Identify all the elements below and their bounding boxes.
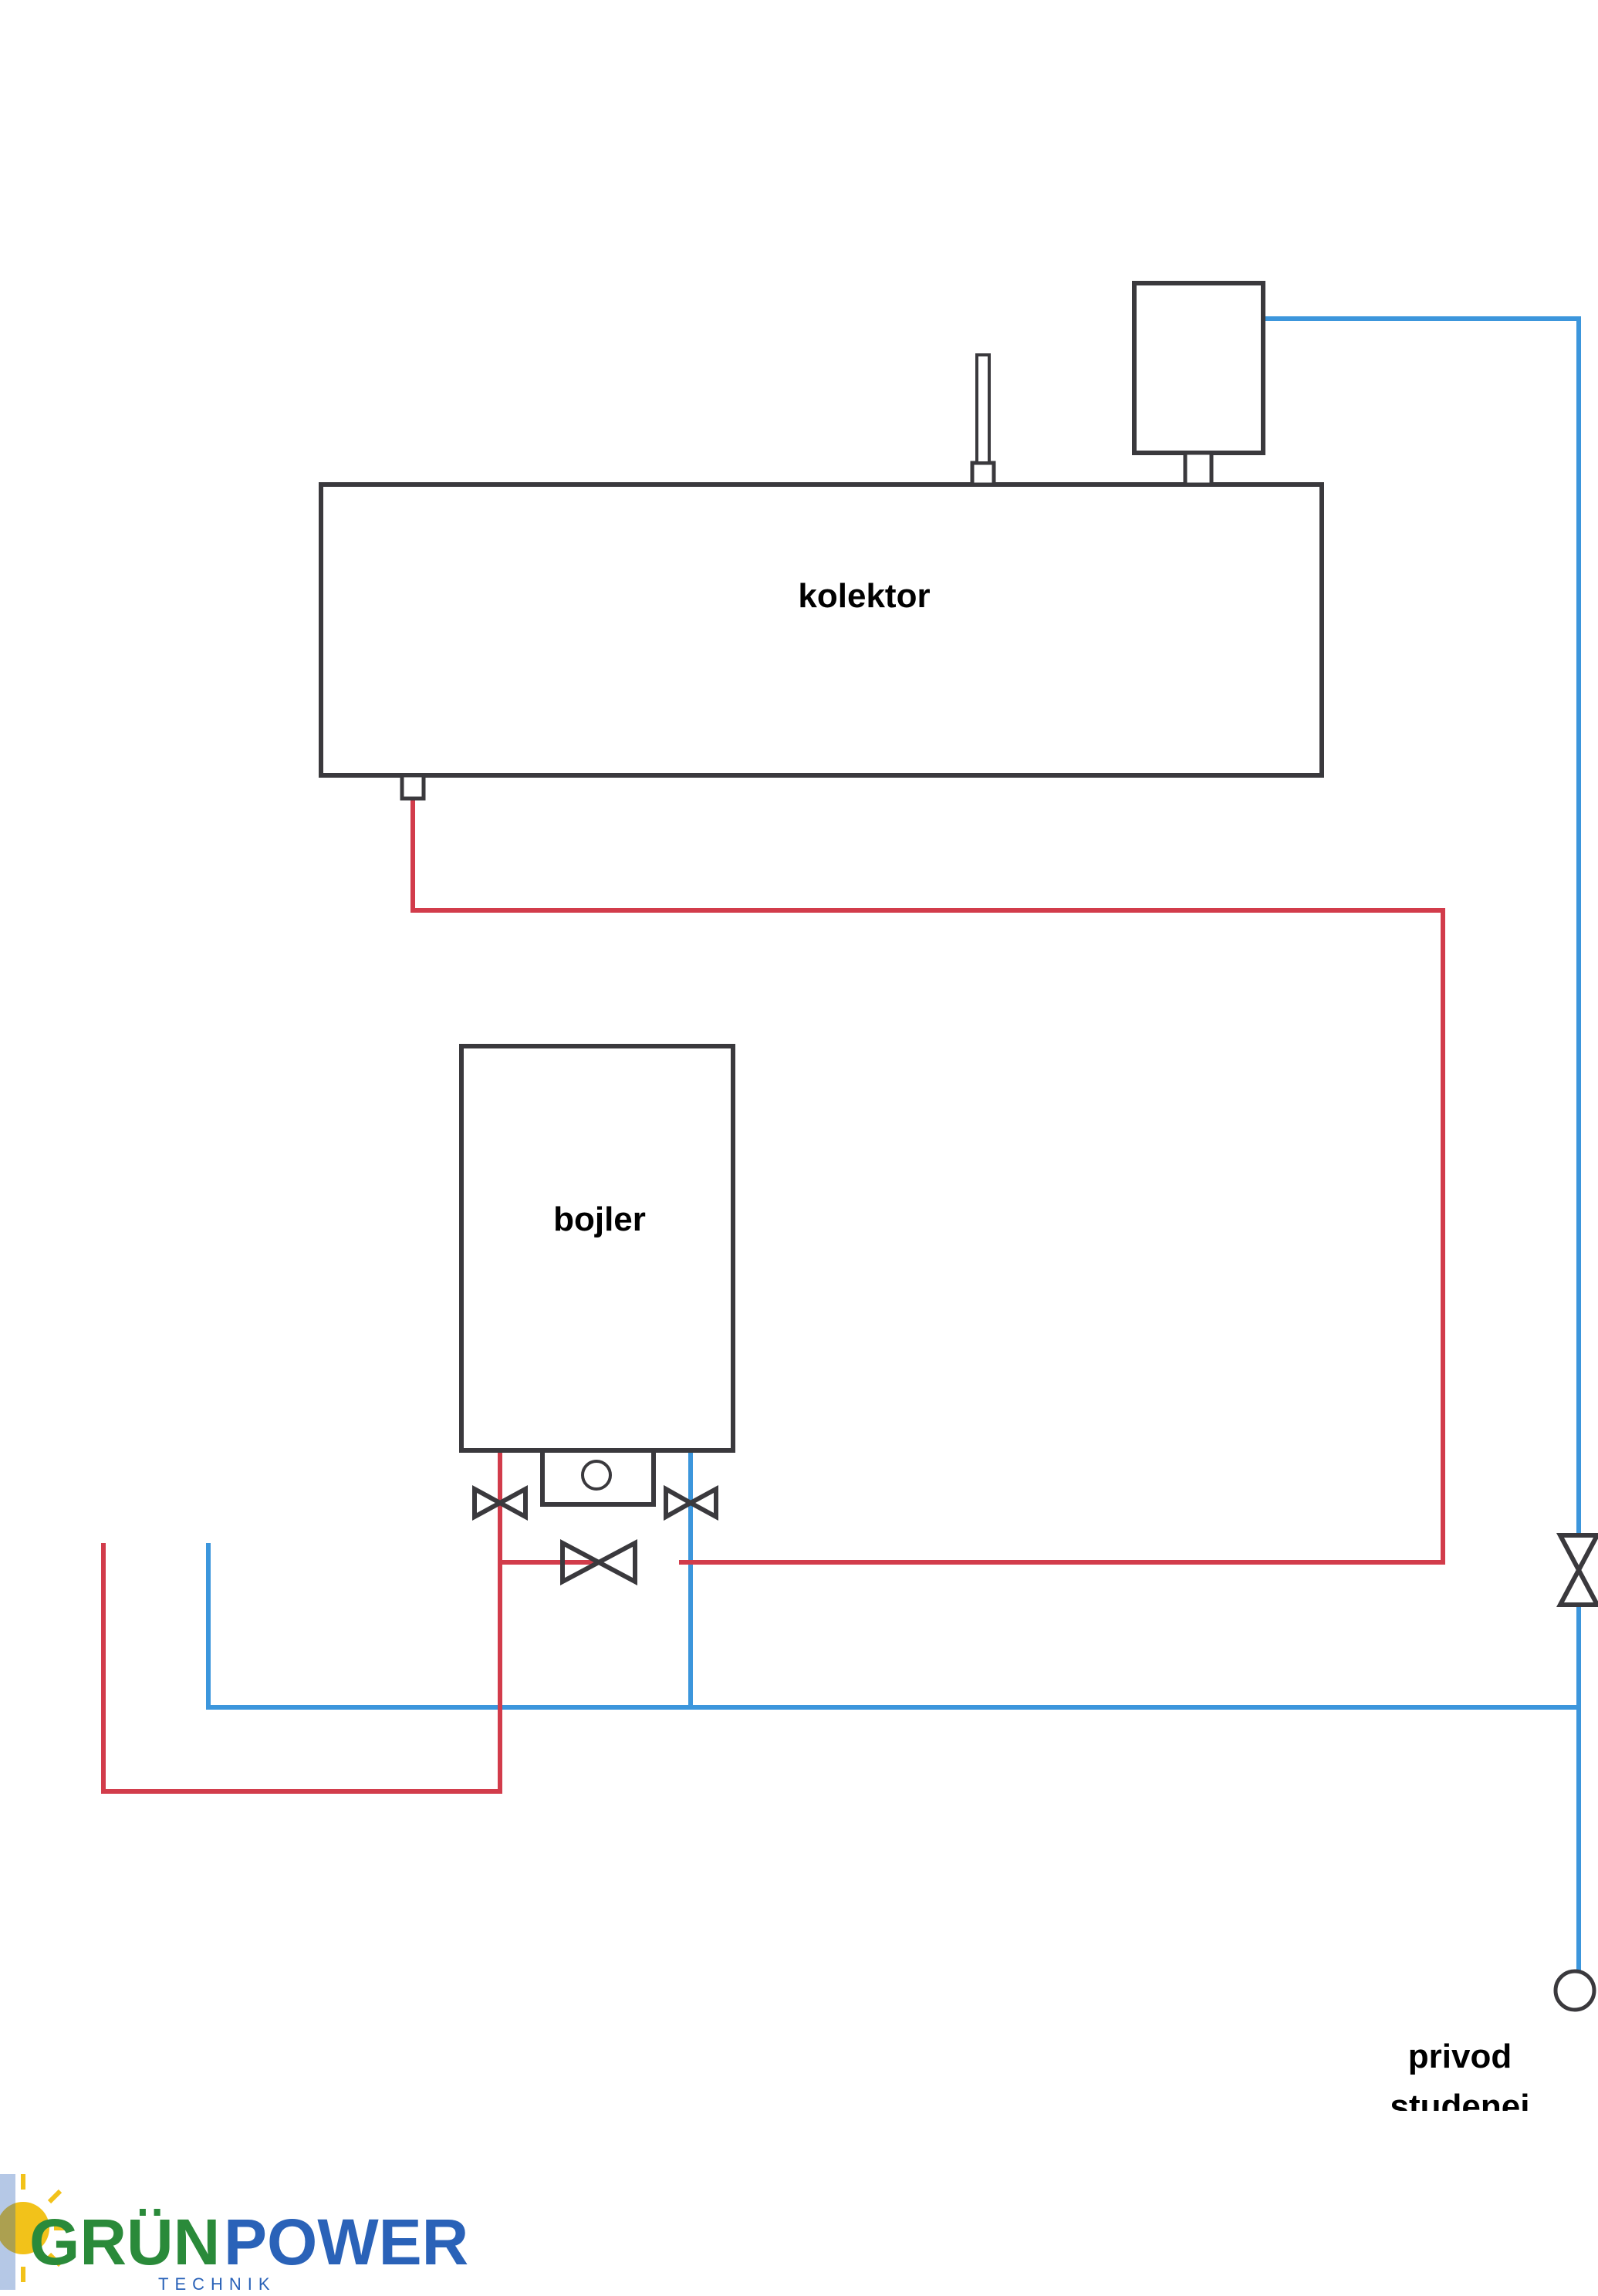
valve-boiler-hot xyxy=(472,1484,528,1521)
sun-icon xyxy=(0,2174,68,2290)
grunpower-logo: GRÜN POWER TECHNIK xyxy=(0,2174,468,2294)
boiler-label: bojler xyxy=(553,1200,646,1238)
collector-outlet-fitting xyxy=(400,773,426,801)
inlet-label-line1: privod xyxy=(1408,2038,1512,2075)
cold-water-pipes xyxy=(206,316,1581,1971)
logo-text-grun: GRÜN xyxy=(29,2206,220,2278)
hot-pipe-collector-to-right xyxy=(410,799,1445,1565)
boiler-heater-element xyxy=(581,1460,612,1491)
hot-water-pipes xyxy=(101,799,1445,1794)
label-clip-mask xyxy=(1312,2111,1598,2157)
valve-cold-inlet xyxy=(1556,1533,1598,1607)
valve-boiler-cold xyxy=(664,1484,718,1521)
hot-pipe-boiler-left xyxy=(101,1450,502,1794)
cold-pipe-tank-to-inlet xyxy=(1263,316,1581,1535)
boiler-heater-bracket xyxy=(540,1450,656,1507)
cold-pipe-main-horizontal xyxy=(206,1543,1579,1710)
expansion-tank-connector xyxy=(1183,451,1214,487)
logo-text-power: POWER xyxy=(224,2206,468,2278)
collector-sensor-fitting xyxy=(970,461,996,487)
cold-water-inlet-circle xyxy=(1553,1969,1596,2012)
logo-text-technik: TECHNIK xyxy=(158,2274,276,2294)
collector-sensor-rod xyxy=(975,353,991,464)
valve-bypass xyxy=(560,1539,637,1585)
collector-label: kolektor xyxy=(798,577,930,615)
boiler-box xyxy=(459,1044,735,1453)
expansion-tank xyxy=(1132,281,1265,455)
collector-box xyxy=(319,482,1324,778)
